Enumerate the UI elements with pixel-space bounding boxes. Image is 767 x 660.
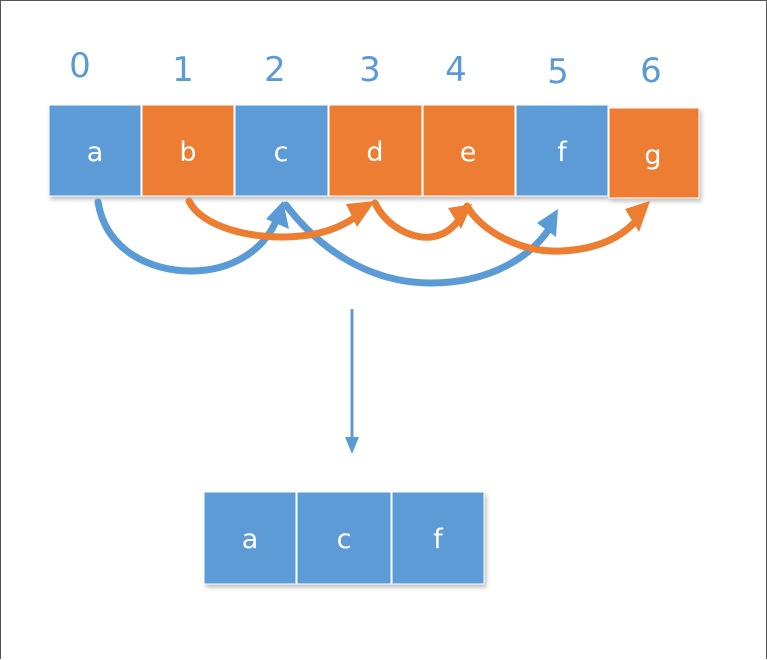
array-cell-letter-5: f bbox=[557, 137, 568, 168]
blue-jump-arrow-2-5 bbox=[282, 201, 553, 287]
orange-jump-arrow-3-4 bbox=[371, 199, 462, 241]
index-label-6: 6 bbox=[640, 51, 662, 91]
orange-jump-arrowhead-4-6 bbox=[625, 201, 650, 232]
result-cell-0 bbox=[203, 491, 297, 585]
array-cell-letter-0: a bbox=[87, 137, 104, 168]
index-label-4: 4 bbox=[445, 50, 467, 90]
orange-jump-arrow-1-3 bbox=[185, 197, 360, 241]
blue-jump-arrowhead-0-2 bbox=[266, 201, 289, 229]
array-cell-letter-2: c bbox=[274, 137, 289, 168]
index-label-1: 1 bbox=[172, 50, 194, 90]
array-cell-3 bbox=[328, 104, 423, 197]
orange-jump-arrow-4-6 bbox=[463, 202, 638, 255]
result-cell-letter-2: f bbox=[433, 524, 444, 555]
array-cell-letter-4: e bbox=[460, 137, 477, 168]
result-array-letters: a c f bbox=[242, 524, 445, 555]
blue-jump-arrowhead-2-5 bbox=[537, 209, 558, 237]
index-label-3: 3 bbox=[359, 50, 381, 90]
index-labels: 0 1 2 3 4 5 6 bbox=[69, 46, 662, 92]
array-cell-2 bbox=[234, 104, 329, 197]
blue-jump-arrow-0-2 bbox=[94, 198, 280, 275]
array-cell-0 bbox=[48, 104, 142, 197]
array-cell-letter-3: d bbox=[366, 137, 383, 168]
array-cell-6 bbox=[608, 107, 700, 199]
index-label-2: 2 bbox=[264, 50, 286, 90]
index-label-0: 0 bbox=[69, 46, 91, 86]
result-array bbox=[203, 491, 485, 585]
result-cell-letter-1: c bbox=[337, 524, 352, 555]
source-array-letters: a b c d e f g bbox=[87, 137, 662, 171]
source-array bbox=[48, 104, 700, 199]
jump-arcs bbox=[94, 197, 650, 287]
result-cell-1 bbox=[296, 491, 392, 585]
array-cell-5 bbox=[515, 104, 609, 197]
index-label-5: 5 bbox=[547, 52, 569, 92]
down-arrow bbox=[345, 309, 359, 454]
result-cell-letter-0: a bbox=[242, 524, 259, 555]
array-cell-letter-1: b bbox=[179, 137, 196, 168]
result-cell-2 bbox=[391, 491, 485, 585]
array-cell-4 bbox=[422, 104, 516, 197]
array-cell-1 bbox=[141, 104, 235, 197]
array-cell-letter-6: g bbox=[644, 140, 661, 171]
orange-jump-arrowhead-1-3 bbox=[346, 201, 375, 227]
down-arrow-head bbox=[345, 437, 359, 454]
